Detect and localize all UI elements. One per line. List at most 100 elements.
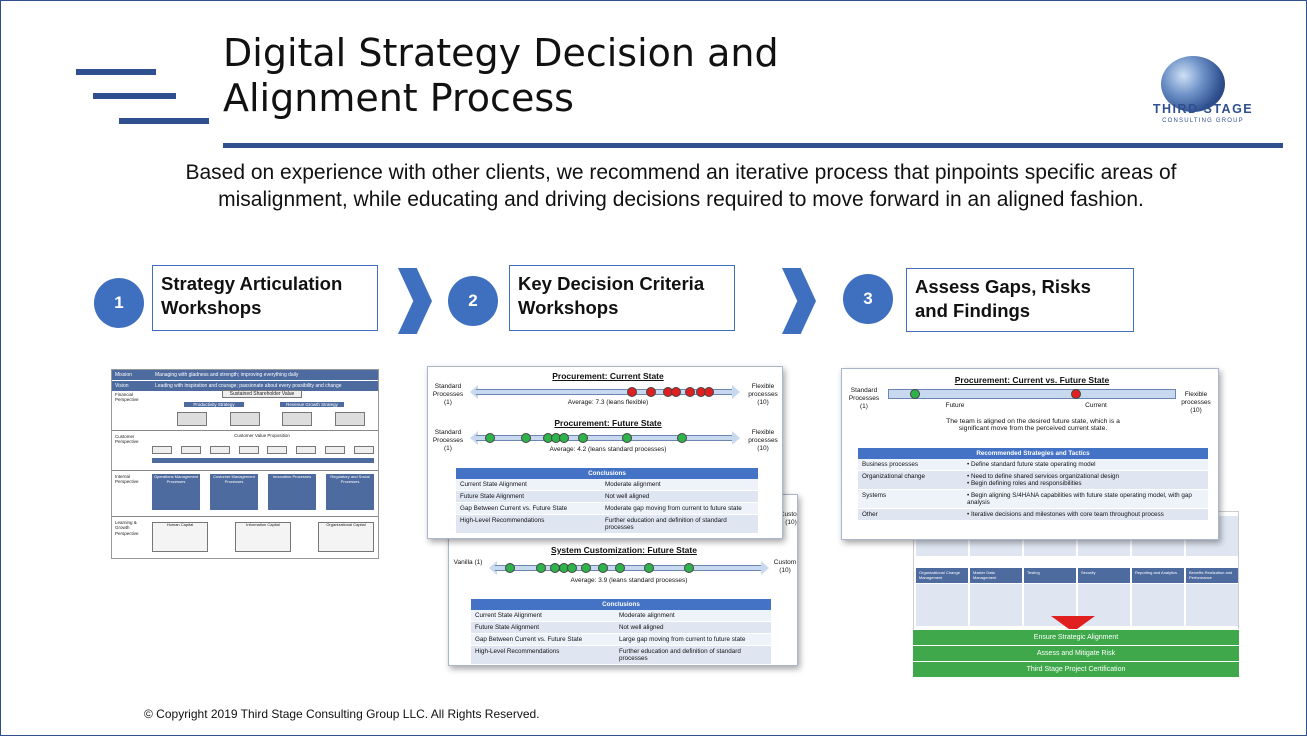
step-1-number: 1 xyxy=(94,278,144,328)
table-row: Systems• Begin aligning S/4HANA capabili… xyxy=(858,489,1208,509)
copyright-text: © Copyright 2019 Third Stage Consulting … xyxy=(144,707,540,721)
scale-dot xyxy=(703,387,714,397)
vision-text: Leading with inspiration and courage; pa… xyxy=(155,383,342,389)
divider-line xyxy=(112,470,378,471)
table-cell: Organizational change xyxy=(858,470,963,490)
conclusions-header: Conclusions xyxy=(456,468,758,479)
certification-bar: Third Stage Project Certification xyxy=(913,661,1239,677)
title-bar-1 xyxy=(76,69,156,75)
step-1-box: Strategy Articulation Workshops xyxy=(152,265,378,331)
customization-title: System Customization: Future State xyxy=(551,545,697,555)
table-cell: Future State Alignment xyxy=(471,621,615,634)
table-cell: Further education and definition of stan… xyxy=(600,514,758,534)
customer-perspective-label: Customer Perspective xyxy=(115,434,139,445)
framework-column-body xyxy=(1186,584,1238,626)
vision-label: Vision xyxy=(115,383,129,389)
learning-capitals: Human Capital Information Capital Organi… xyxy=(152,522,374,552)
capital-box: Human Capital xyxy=(152,522,208,552)
framework-column-body xyxy=(970,584,1022,626)
scale-dot xyxy=(578,433,589,443)
framework-column-header: Reporting and Analytics xyxy=(1132,568,1184,584)
attribute-box xyxy=(152,446,172,454)
strategic-alignment-bar: Ensure Strategic Alignment xyxy=(913,629,1239,645)
title-underline xyxy=(223,143,1283,148)
procurement-card: Procurement: Current State Standard Proc… xyxy=(427,366,783,539)
table-cell: High-Level Recommendations xyxy=(471,645,615,665)
procurement-left-label-1: Standard Processes (1) xyxy=(432,383,464,407)
future-scale-arrow xyxy=(470,431,740,445)
scale-dot xyxy=(671,387,682,397)
process-box: Customer Management Processes xyxy=(210,474,258,510)
table-row: Business processes• Define standard futu… xyxy=(858,459,1208,471)
attribute-box xyxy=(267,446,288,454)
assessment-right-label: Flexible processes (10) xyxy=(1181,391,1211,415)
step-3-box: Assess Gaps, Risks and Findings xyxy=(906,268,1134,332)
logo-subtitle: CONSULTING GROUP xyxy=(1162,118,1244,124)
table-cell: Large gap moving from current to future … xyxy=(615,633,771,646)
process-box: Innovation Processes xyxy=(268,474,316,510)
framework-column: Master Data Management xyxy=(970,568,1022,626)
framework-column-header: Master Data Management xyxy=(970,568,1022,584)
financial-box xyxy=(282,412,313,426)
attribute-box xyxy=(180,446,201,454)
chevron-right-icon xyxy=(398,268,432,334)
page-title-line-2: Alignment Process xyxy=(223,75,574,120)
framework-column: Reporting and Analytics xyxy=(1132,568,1184,626)
financial-boxes xyxy=(166,412,376,426)
scale-dot xyxy=(598,563,609,573)
mission-text: Managing with gladness and strength; imp… xyxy=(155,372,299,378)
scale-dot xyxy=(646,387,657,397)
page-title: Digital Strategy Decision and Alignment … xyxy=(223,31,779,121)
scale-dot xyxy=(643,563,654,573)
assessment-card: Procurement: Current vs. Future State St… xyxy=(841,368,1219,540)
internal-processes: Operations Management Processes Customer… xyxy=(152,474,374,510)
framework-column-header: Testing xyxy=(1024,568,1076,584)
conclusions-header: Conclusions xyxy=(471,599,771,610)
globe-icon xyxy=(1161,56,1225,112)
attribute-box xyxy=(238,446,259,454)
mission-label: Mission xyxy=(115,372,132,378)
scale-dot xyxy=(520,433,531,443)
assessment-left-label: Standard Processes (1) xyxy=(848,387,880,411)
table-cell: • Iterative decisions and milestones wit… xyxy=(963,508,1208,521)
scale-dot xyxy=(504,563,515,573)
framework-column-body xyxy=(916,584,968,626)
future-average: Average: 4.2 (leans standard processes) xyxy=(549,446,667,453)
mission-row: Mission Managing with gladness and stren… xyxy=(112,370,378,381)
table-cell: Gap Between Current vs. Future State xyxy=(471,633,615,646)
step-2-label-line-2: Workshops xyxy=(518,297,619,319)
scale-dot xyxy=(615,563,626,573)
table-cell: Current State Alignment xyxy=(471,610,615,622)
table-cell: Not well aligned xyxy=(615,621,771,634)
red-down-arrow-icon xyxy=(1051,616,1095,632)
company-logo: THIRD STAGE CONSULTING GROUP xyxy=(1133,56,1273,136)
divider-line xyxy=(112,516,378,517)
growth-strategy-box: Revenue Growth Strategy xyxy=(280,402,344,408)
attribute-bar xyxy=(152,458,374,463)
capital-box: Organizational Capital xyxy=(318,522,374,552)
table-row: Organizational change• Need to define sh… xyxy=(858,470,1208,490)
mitigate-risk-bar: Assess and Mitigate Risk xyxy=(913,645,1239,661)
shareholder-value-box: Sustained Shareholder Value xyxy=(222,390,302,398)
scale-dot xyxy=(909,389,920,399)
recommendations-table: Recommended Strategies and Tactics Busin… xyxy=(858,448,1208,521)
table-cell: Moderate gap moving from current to futu… xyxy=(600,502,758,515)
recommendations-header: Recommended Strategies and Tactics xyxy=(858,448,1208,459)
title-bar-2 xyxy=(93,93,176,99)
table-cell: High-Level Recommendations xyxy=(456,514,601,534)
step-2-box: Key Decision Criteria Workshops xyxy=(509,265,735,331)
divider-line xyxy=(112,430,378,431)
customization-right-label: Custom (10) xyxy=(773,559,797,575)
attribute-box xyxy=(325,446,346,454)
scale-dot xyxy=(621,433,632,443)
page-title-line-1: Digital Strategy Decision and xyxy=(223,31,779,75)
